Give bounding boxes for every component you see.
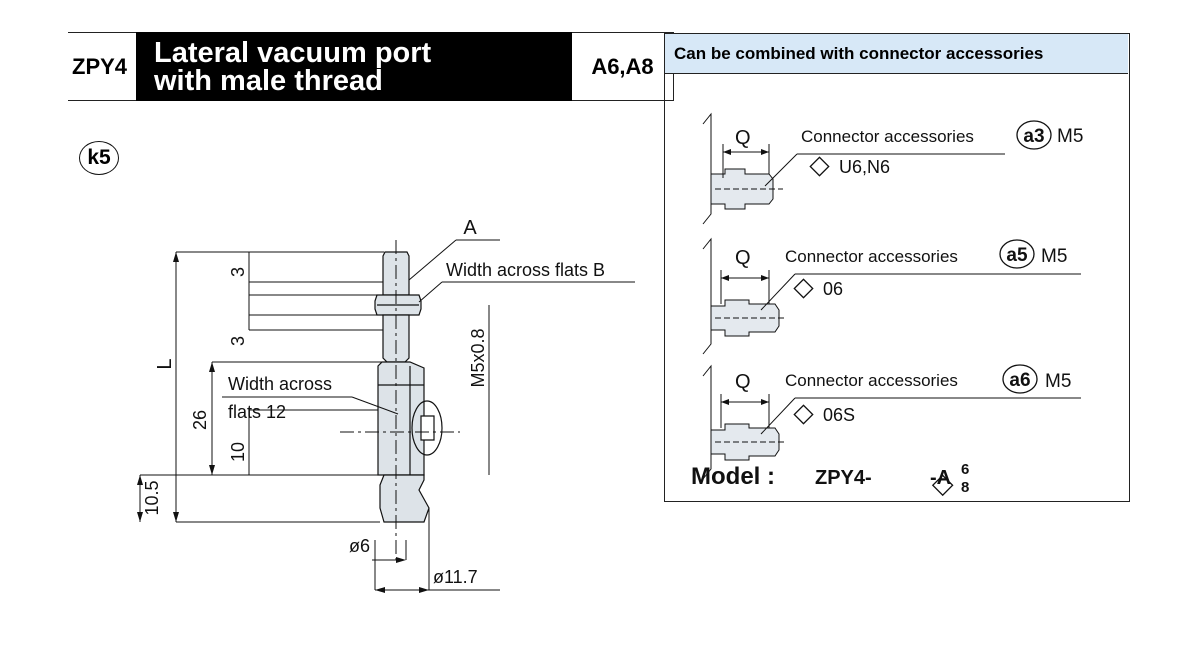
- accessory-text-a3: Connector accessories: [801, 127, 974, 146]
- model-code-label: ZPY4: [72, 53, 128, 79]
- thread-size-label: M5x0.8: [468, 328, 488, 387]
- hex-body: [377, 361, 425, 476]
- q-label-a6: Q: [735, 371, 751, 393]
- accessory-code-a5: a5: [1006, 245, 1028, 266]
- diamond-icon: [793, 278, 814, 299]
- model-suffix-top: 6: [961, 461, 969, 478]
- code-badge-a6: [1002, 364, 1038, 394]
- accessory-option-a3: U6,N6: [839, 157, 890, 177]
- dim-10-label: 10: [228, 442, 248, 462]
- accessory-code-a3: a3: [1023, 126, 1044, 147]
- connector-accessories-panel: Can be combined with connector accessori…: [664, 33, 1130, 502]
- accessory-item-a6: [702, 364, 1081, 480]
- dia-6-label: ø6: [349, 536, 370, 556]
- accessory-item-a3: [702, 112, 1005, 225]
- accessory-size-a3: M5: [1057, 126, 1083, 147]
- diamond-icon: [931, 474, 954, 497]
- diamond-icon: [793, 404, 814, 425]
- code-badge-a5: [999, 239, 1035, 269]
- width-across-flats-12-label-line1: Width across: [228, 374, 332, 394]
- model-code: ZPY4-: [815, 467, 872, 489]
- model-label: Model :: [691, 463, 775, 490]
- lateral-port: [411, 400, 443, 456]
- accessory-text-a5: Connector accessories: [785, 247, 958, 266]
- dim-10-5-label: 10.5: [142, 480, 162, 515]
- dimension-drawing: A Width across flats B 3 3 L M5x0.8 Widt…: [137, 217, 635, 593]
- accessory-size-a6: M5: [1045, 371, 1071, 392]
- variant-suffix-label: A6,A8: [572, 32, 674, 101]
- code-badge-a3: [1016, 120, 1052, 150]
- dim-3-bottom: 3: [228, 336, 248, 346]
- diamond-icon: [809, 156, 830, 177]
- q-label-a3: Q: [735, 127, 751, 149]
- connector-accessories-drawing: Q Connector accessories a3 M5 U6,N6 Q Co…: [691, 112, 1083, 497]
- accessory-option-a5: 06: [823, 279, 843, 299]
- model-suffix-bottom: 8: [961, 479, 969, 496]
- accessory-code-a6: a6: [1009, 370, 1030, 391]
- accessory-size-a5: M5: [1041, 246, 1067, 267]
- header-bar: ZPY4 Lateral vacuum port with male threa…: [68, 32, 674, 101]
- q-label-a5: Q: [735, 247, 751, 269]
- width-across-flats-12-label-line2: flats 12: [228, 402, 286, 422]
- dim-l-label: L: [154, 358, 176, 369]
- dim-3-top: 3: [228, 267, 248, 277]
- k5-badge: k5: [79, 141, 119, 175]
- accessory-option-a6: 06S: [823, 405, 855, 425]
- label-a: A: [463, 217, 477, 239]
- bottom-spigot: [379, 474, 430, 523]
- dia-11-7-label: ø11.7: [433, 567, 478, 587]
- accessory-text-a6: Connector accessories: [785, 371, 958, 390]
- panel-title: Can be combined with connector accessori…: [665, 34, 1128, 74]
- model-mid: -A: [930, 467, 951, 489]
- width-across-flats-b-label: Width across flats B: [446, 260, 605, 280]
- dim-26-label: 26: [190, 410, 210, 430]
- accessory-item-a5: [702, 237, 1081, 355]
- product-title: Lateral vacuum port with male thread: [136, 32, 572, 101]
